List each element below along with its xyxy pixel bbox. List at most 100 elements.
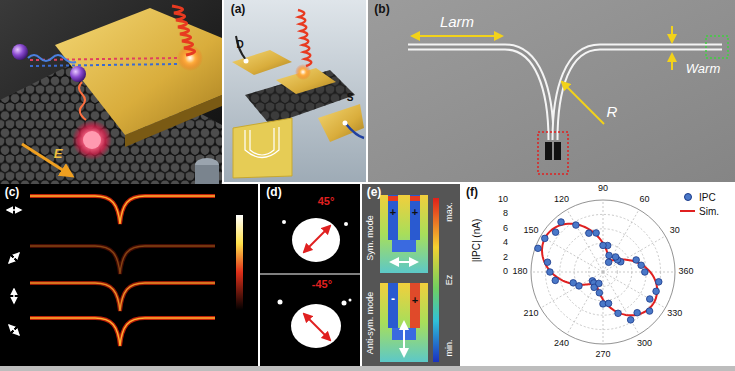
legend-text: Sim. [699, 206, 719, 217]
emission-trace [30, 196, 215, 224]
device-scene-part [12, 44, 28, 60]
polarization-arrows [7, 210, 21, 335]
sem-image-part [408, 47, 551, 140]
axis-title: |IPC| (nA) [471, 218, 482, 262]
angle-tick: 330 [667, 309, 682, 319]
device-scene-part [172, 6, 195, 55]
device-scene-part [22, 144, 72, 176]
data-point [573, 222, 580, 229]
emission-core [30, 246, 215, 274]
panel-letter: (f) [466, 186, 478, 199]
data-point [646, 296, 653, 303]
field-maps-part [410, 283, 420, 328]
data-point [605, 259, 612, 266]
emission-maps-part [0, 184, 258, 366]
charge-sign: + [412, 294, 418, 306]
bottom-rule [0, 366, 735, 371]
colorbar-label: max. [445, 202, 455, 222]
mode-label: Anti-sym. mode [366, 292, 376, 355]
angle-tick: 210 [524, 309, 539, 319]
sem-image-part [671, 54, 673, 70]
grid-spoke [603, 272, 639, 334]
field-maps-part [391, 261, 417, 263]
simulation-curve [542, 224, 657, 316]
sem-image-part [671, 26, 673, 42]
device-scene-part [30, 64, 178, 66]
polarization-arrow [13, 289, 15, 303]
data-point [634, 309, 641, 316]
emission-trace [30, 246, 215, 274]
device-sketch-part [298, 10, 311, 66]
radial-tick: 2 [503, 253, 508, 263]
panel-letter: (c) [5, 186, 20, 199]
field-maps-part [380, 195, 428, 273]
device-scene-part [79, 82, 86, 120]
charge-sign: + [390, 206, 396, 218]
emission-trace [30, 283, 215, 311]
radial-tick: 4 [503, 238, 508, 248]
data-point [627, 317, 634, 324]
field-maps-part [392, 240, 416, 252]
grid-spoke [603, 272, 665, 308]
angle-tick: 90 [598, 184, 608, 194]
radial-tick: 8 [503, 209, 508, 219]
dimension-label: Larm [440, 14, 474, 31]
field-symbol: E [54, 147, 63, 161]
emission-maps-part [236, 215, 243, 310]
data-point [586, 230, 593, 237]
camera-images-part [349, 299, 352, 302]
field-maps-part [410, 196, 420, 201]
sem-image-part [555, 47, 722, 140]
grid-spoke [603, 200, 604, 272]
data-point [638, 262, 645, 269]
field-maps-part [380, 283, 428, 362]
data-point [633, 257, 640, 264]
grid-spoke [541, 272, 603, 308]
angle-tick: 120 [554, 195, 569, 205]
grid-spoke [541, 236, 603, 272]
camera-images-part [260, 274, 360, 275]
sem-image [368, 0, 735, 182]
emission-core [30, 283, 215, 311]
device-sketch-part [318, 104, 364, 142]
colorbar-label: min. [445, 339, 455, 356]
angle-tick: 30 [670, 226, 680, 236]
angle-tick: 270 [595, 350, 610, 360]
radial-tick: 10 [498, 195, 508, 205]
legend-text: IPC [699, 192, 716, 203]
camera-images-part [291, 304, 341, 348]
camera-images-part [304, 314, 330, 340]
device-scene-part [28, 55, 76, 63]
sem-image-part [538, 132, 568, 174]
device-scene-part [195, 165, 219, 184]
polar-grid [531, 200, 675, 344]
data-point [646, 308, 653, 315]
data-point [596, 289, 603, 296]
charge-sign: + [412, 206, 418, 218]
field-maps [362, 184, 460, 366]
panel-letter: (d) [266, 186, 281, 199]
data-point [535, 245, 542, 252]
angle-tick: 150 [524, 226, 539, 236]
angle-label: -45° [312, 278, 332, 290]
data-point [655, 279, 662, 286]
camera-images-part [292, 218, 340, 262]
field-maps-part [410, 195, 420, 240]
field-maps-part [362, 184, 460, 366]
angle-tick: 360 [678, 267, 693, 277]
device-sketch-part [343, 121, 348, 126]
camera-images-part [304, 226, 330, 252]
field-maps-part [433, 198, 439, 362]
grid-spoke [603, 210, 639, 272]
device-scene-part [83, 131, 101, 149]
emission-trace [30, 318, 215, 346]
data-point [642, 269, 649, 276]
sem-image-part [706, 36, 728, 58]
data-point [544, 259, 551, 266]
field-maps-part [388, 195, 398, 240]
angle-tick: 300 [637, 339, 652, 349]
legend-marker [685, 194, 692, 201]
device-scene-part [72, 120, 112, 160]
field-maps-part [388, 196, 398, 201]
